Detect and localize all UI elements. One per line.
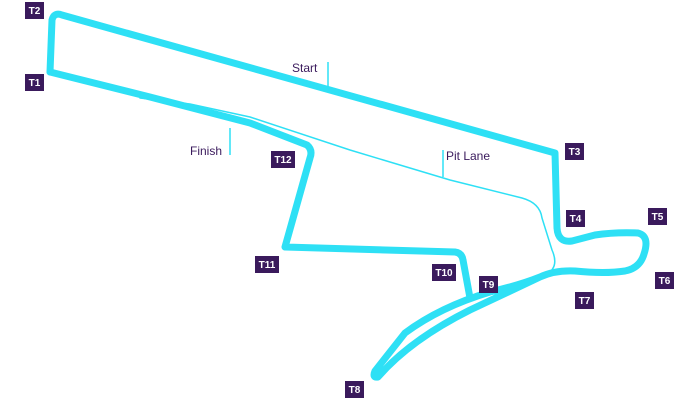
pit-lane-label: Pit Lane: [446, 149, 490, 163]
svg-text:T1: T1: [29, 78, 41, 89]
circuit-track: [46, 10, 650, 381]
svg-text:T12: T12: [274, 155, 292, 166]
pit-lane-path: [139, 97, 556, 299]
turn-label-t8: T8: [345, 381, 364, 398]
finish-label: Finish: [190, 144, 222, 158]
svg-text:T8: T8: [349, 385, 361, 396]
svg-text:T5: T5: [652, 212, 664, 223]
start-label: Start: [292, 61, 318, 75]
circuit-infield-section: [46, 68, 474, 302]
svg-text:T2: T2: [29, 6, 41, 17]
turn-label-t4: T4: [566, 210, 585, 227]
svg-text:T10: T10: [435, 268, 453, 279]
svg-text:T4: T4: [570, 214, 582, 225]
turn-label-t12: T12: [271, 151, 295, 168]
turn-label-t10: T10: [432, 264, 456, 281]
turn-label-t6: T6: [655, 272, 674, 289]
svg-text:T11: T11: [259, 260, 276, 271]
svg-text:T3: T3: [569, 147, 581, 158]
turn-label-t11: T11: [255, 256, 279, 273]
svg-text:T9: T9: [483, 280, 495, 291]
turn-label-t2: T2: [25, 2, 44, 19]
turn-label-t3: T3: [565, 143, 584, 160]
turn-label-t1: T1: [25, 74, 44, 91]
turn-label-t5: T5: [648, 208, 667, 225]
svg-text:T7: T7: [579, 296, 591, 307]
turn-label-t7: T7: [575, 292, 594, 309]
svg-text:T6: T6: [659, 276, 671, 287]
turn-label-t9: T9: [479, 276, 498, 293]
